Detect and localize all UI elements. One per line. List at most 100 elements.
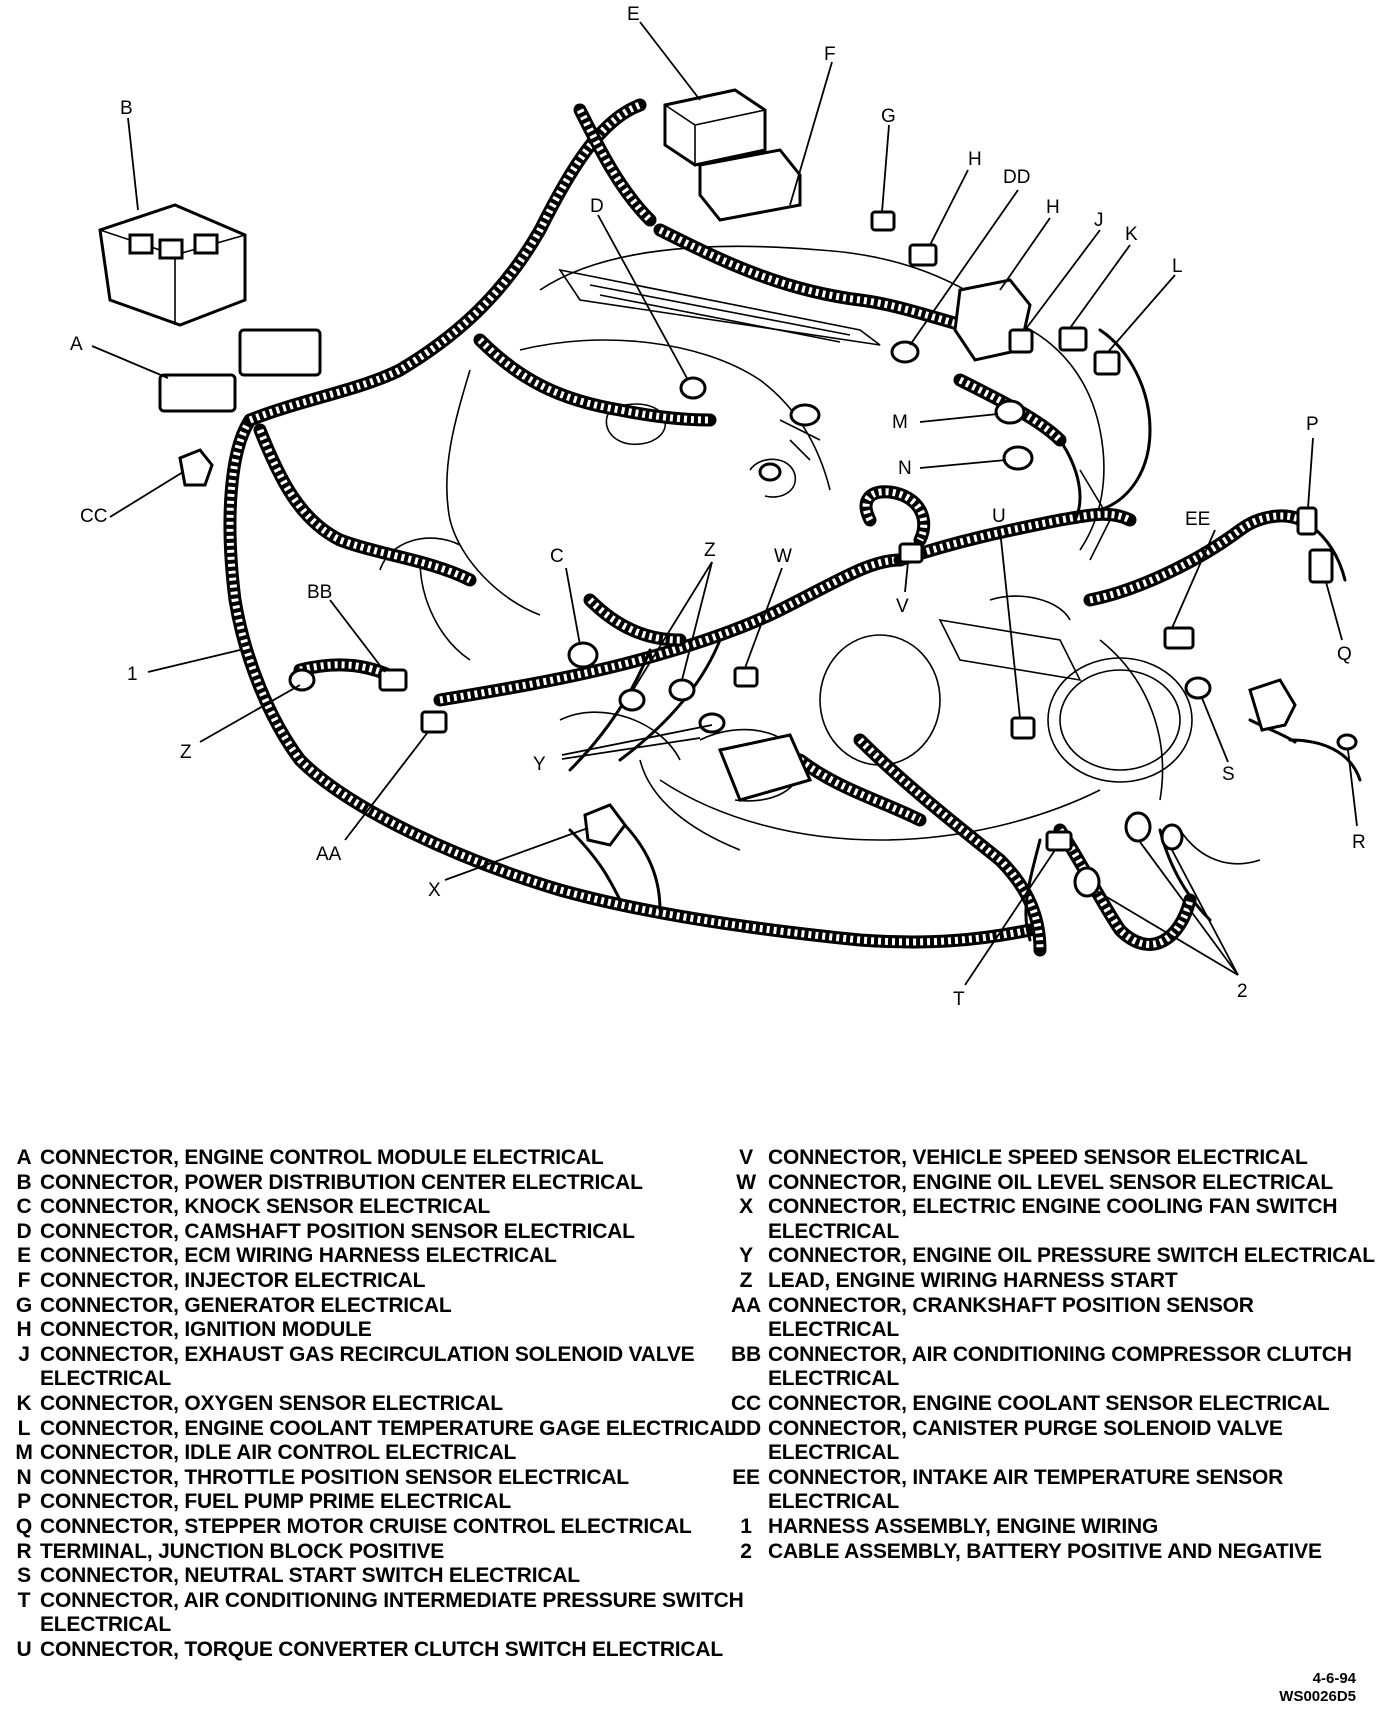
vss-connector <box>898 542 924 564</box>
callout-g: G <box>881 106 896 127</box>
legend-item: M CONNECTOR, IDLE AIR CONTROL ELECTRICAL <box>8 1441 744 1466</box>
legend-description: CONNECTOR, STEPPER MOTOR CRUISE CONTROL … <box>40 1514 692 1538</box>
legend-description: CONNECTOR, GENERATOR ELECTRICAL <box>40 1293 452 1317</box>
callout-cc: CC <box>80 506 107 527</box>
legend-description: CONNECTOR, EXHAUST GAS RECIRCULATION SOL… <box>40 1342 695 1391</box>
legend-item: H CONNECTOR, IGNITION MODULE <box>8 1318 744 1343</box>
legend-item: W CONNECTOR, ENGINE OIL LEVEL SENSOR ELEC… <box>724 1171 1376 1196</box>
legend-key: C <box>16 1195 32 1219</box>
callout-q: Q <box>1337 644 1352 665</box>
cmp-connector <box>679 376 707 400</box>
legend-key: Y <box>739 1244 753 1268</box>
connector-shapes <box>98 88 1358 898</box>
legend-description: CONNECTOR, NEUTRAL START SWITCH ELECTRIC… <box>40 1564 580 1588</box>
power-distribution-center <box>98 203 247 327</box>
legend-description: CONNECTOR, CRANKSHAFT POSITION SENSOR EL… <box>768 1293 1254 1342</box>
callout-w: W <box>774 546 792 567</box>
callout-ee: EE <box>1185 509 1210 530</box>
callout-z: Z <box>704 540 716 561</box>
legend-description: CONNECTOR, ELECTRIC ENGINE COOLING FAN S… <box>768 1195 1338 1243</box>
coolant-sensor-connector <box>178 448 214 487</box>
callout-k: K <box>1125 224 1138 245</box>
legend-key: V <box>739 1146 753 1169</box>
legend-key: H <box>16 1318 32 1342</box>
legend-description: CONNECTOR, ENGINE OIL LEVEL SENSOR ELECT… <box>768 1170 1334 1194</box>
iac-connector <box>994 399 1026 425</box>
ecm-harness-connector <box>663 88 767 167</box>
legend-key: T <box>17 1588 31 1612</box>
iat-connector <box>1163 626 1195 650</box>
neutral-start-connector <box>1184 676 1212 700</box>
engine-wiring-harness-diagram: E F G H DD H J K L B A D M N P Q R S T U… <box>70 4 1366 1010</box>
legend-description: CONNECTOR, VEHICLE SPEED SENSOR ELECTRIC… <box>768 1146 1308 1169</box>
legend-description: CONNECTOR, INJECTOR ELECTRICAL <box>40 1268 426 1292</box>
legend-right-column: V CONNECTOR, VEHICLE SPEED SENSOR ELECTRI… <box>724 1146 1376 1564</box>
legend-description: CONNECTOR, ENGINE COOLANT SENSOR ELECTRI… <box>768 1391 1330 1415</box>
oxygen-sensor-connector <box>1058 326 1088 352</box>
generator-connector <box>870 210 896 232</box>
oil-level-connector <box>733 666 759 688</box>
legend-description: CONNECTOR, ENGINE OIL PRESSURE SWITCH EL… <box>768 1244 1375 1268</box>
fuel-pump-prime-connector <box>1296 506 1318 536</box>
legend-description: CONNECTOR, OXYGEN SENSOR ELECTRICAL <box>40 1391 503 1415</box>
cooling-fan-switch-connector <box>583 803 627 847</box>
canister-purge-connector <box>890 340 920 364</box>
legend-description: CONNECTOR, AIR CONDITIONING INTERMEDIATE… <box>40 1588 744 1637</box>
callout-r: R <box>1352 832 1366 853</box>
legend-item: DD CONNECTOR, CANISTER PURGE SOLENOID VAL… <box>724 1417 1376 1466</box>
legend-description: CONNECTOR, IDLE AIR CONTROL ELECTRICAL <box>40 1441 517 1465</box>
callout-m: M <box>892 412 908 433</box>
legend-description: CONNECTOR, IGNITION MODULE <box>40 1318 372 1342</box>
ac-compressor-connector <box>378 668 408 692</box>
callout-c: C <box>550 546 564 567</box>
callout-h: H <box>968 149 982 170</box>
legend-description: CONNECTOR, POWER DISTRIBUTION CENTER ELE… <box>40 1170 643 1194</box>
legend-key: X <box>739 1195 753 1219</box>
callout-h-2: H <box>1046 197 1060 218</box>
legend-key: W <box>736 1170 756 1194</box>
callout-a: A <box>70 334 83 355</box>
callout-f: F <box>824 44 836 65</box>
callout-e: E <box>627 4 640 25</box>
legend-key: BB <box>731 1342 761 1366</box>
legend-description: CONNECTOR, CAMSHAFT POSITION SENSOR ELEC… <box>40 1219 635 1243</box>
callout-x: X <box>428 880 441 901</box>
callout-z-left: Z <box>180 742 192 763</box>
legend-description: CONNECTOR, CANISTER PURGE SOLENOID VALVE… <box>768 1416 1283 1465</box>
tps-connector <box>1002 445 1034 471</box>
legend-description: CONNECTOR, KNOCK SENSOR ELECTRICAL <box>40 1195 491 1219</box>
callout-dd: DD <box>1003 167 1030 188</box>
tcc-connector <box>1010 716 1036 740</box>
ac-pressure-switch-connector <box>1045 830 1073 852</box>
callout-j: J <box>1094 210 1104 231</box>
junction-block-terminal <box>1248 678 1297 732</box>
legend-description: CABLE ASSEMBLY, BATTERY POSITIVE AND NEG… <box>768 1539 1322 1563</box>
legend-description: CONNECTOR, ENGINE CONTROL MODULE ELECTRI… <box>40 1146 604 1169</box>
callout-b: B <box>120 98 133 119</box>
legend-key: M <box>15 1441 33 1465</box>
legend-description: TERMINAL, JUNCTION BLOCK POSITIVE <box>40 1539 445 1563</box>
legend-key: DD <box>731 1416 761 1440</box>
coolant-gage-connector <box>1093 350 1121 376</box>
battery-cable-terminal <box>1073 866 1101 898</box>
legend-key: R <box>16 1539 32 1563</box>
legend-description: CONNECTOR, TORQUE CONVERTER CLUTCH SWITC… <box>40 1637 723 1661</box>
harness-start-lead-left <box>288 668 316 692</box>
injector-connector <box>698 148 802 222</box>
ecm-connector <box>158 373 237 413</box>
legend-item: X CONNECTOR, ELECTRIC ENGINE COOLING FAN … <box>724 1195 1376 1244</box>
engine-wiring-harness <box>223 98 1317 957</box>
